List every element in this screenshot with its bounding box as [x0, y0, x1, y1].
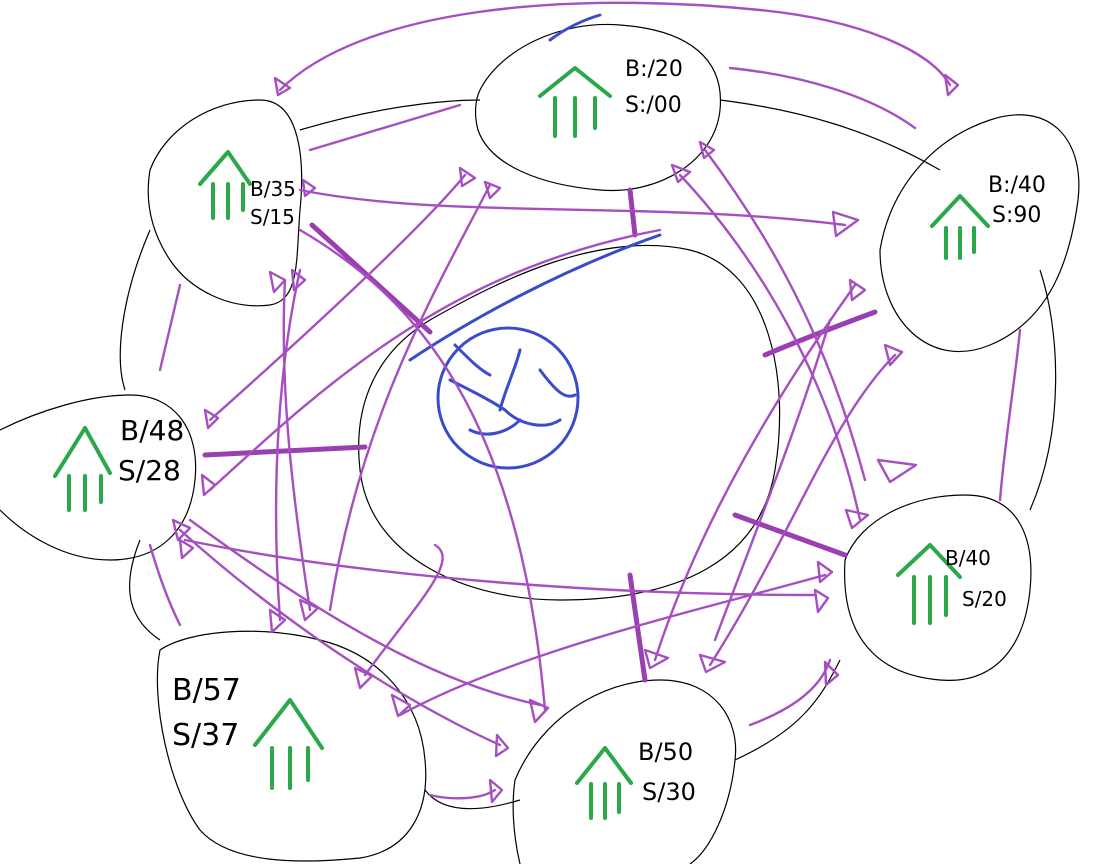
node-blob-top — [474, 23, 722, 192]
node-left-s-label: S/28 — [118, 454, 181, 487]
node-upper-left-s-label: S/15 — [250, 205, 295, 229]
node-left-b-label: B/48 — [120, 414, 184, 447]
connection-arrows — [148, 1, 1022, 800]
node-lower-left-b-label: B/57 — [172, 673, 241, 708]
tree-icon — [253, 698, 324, 790]
tree-icon — [198, 150, 252, 220]
node-upper-left-b-label: B/35 — [250, 177, 296, 201]
node-blob-upper-left — [147, 99, 303, 307]
node-top-b-label: B:/20 — [625, 57, 683, 82]
node-lower-left-s-label: S/37 — [172, 718, 239, 753]
globe-icon — [408, 13, 662, 470]
core-links — [202, 187, 878, 683]
node-upper-right-b-label: B:/40 — [988, 173, 1046, 198]
node-right-b-label: B/40 — [945, 546, 991, 570]
node-right-s-label: S/20 — [962, 587, 1007, 611]
node-blob-bottom — [512, 679, 737, 864]
tree-icon — [538, 66, 612, 138]
arrow-heads — [171, 73, 960, 804]
node-bottom-s-label: S/30 — [642, 778, 696, 806]
node-top-s-label: S:/00 — [625, 93, 682, 118]
node-blob-lower-left — [156, 630, 427, 862]
node-blob-left — [0, 394, 197, 561]
node-bottom-b-label: B/50 — [638, 738, 693, 766]
tree-icon — [53, 426, 112, 512]
node-blob-upper-right — [879, 114, 1080, 353]
tree-icon — [930, 194, 990, 260]
core-region — [358, 244, 781, 601]
tree-icon — [575, 746, 633, 820]
node-blob-right — [844, 494, 1032, 681]
node-upper-right-s-label: S:90 — [992, 203, 1041, 228]
outer-ring — [119, 99, 1057, 810]
tree-icon — [896, 543, 962, 625]
